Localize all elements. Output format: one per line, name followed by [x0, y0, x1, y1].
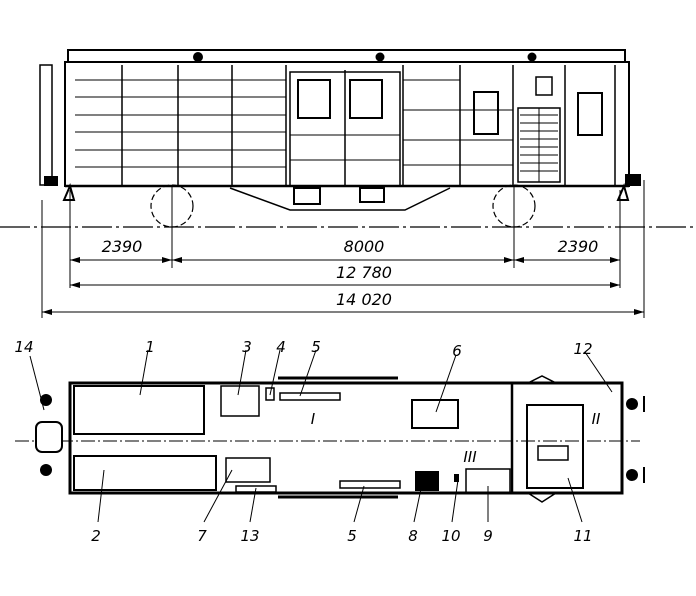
compartment-2 [73, 455, 217, 491]
item-6 [411, 399, 459, 429]
dim-right-overhang: 2390 [558, 237, 599, 256]
roof-vents [193, 52, 537, 62]
dim-left-overhang: 2390 [102, 237, 143, 256]
callout-4: 4 [276, 338, 286, 356]
callout-5-top: 5 [311, 338, 321, 356]
callout-6: 6 [452, 342, 462, 360]
callout-14: 14 [14, 338, 33, 356]
left-couplers [35, 394, 63, 476]
plan-view [15, 375, 645, 503]
side-elevation [0, 49, 696, 228]
zone-II: II [592, 410, 601, 428]
zone-I: I [311, 410, 316, 428]
compartment-1 [73, 385, 205, 435]
callout-8: 8 [408, 527, 418, 545]
callout-13: 13 [240, 527, 259, 545]
dim-bogie-centers: 8000 [344, 237, 385, 256]
left-coupler-support [62, 183, 76, 201]
side-window [473, 91, 499, 135]
step-box [293, 187, 321, 205]
item-7 [225, 457, 271, 483]
item-5-bottom [339, 480, 401, 489]
item-3 [220, 385, 260, 417]
callout-leaders [29, 349, 613, 523]
end-ladder [39, 64, 53, 186]
item-13 [235, 485, 277, 493]
door-window-left [297, 79, 331, 119]
item-4 [265, 387, 275, 401]
left-buffer [44, 176, 58, 186]
dim-body-length: 12 780 [336, 263, 392, 282]
vent-grille [535, 76, 553, 96]
callout-9: 9 [483, 527, 493, 545]
battery-box [359, 187, 385, 203]
item-11 [526, 404, 584, 489]
dimension-lines [41, 180, 645, 318]
item-8 [415, 471, 439, 491]
item-10 [454, 474, 459, 482]
end-window [577, 92, 603, 136]
callout-11: 11 [573, 527, 592, 545]
callout-12: 12 [573, 340, 592, 358]
bay-top [527, 375, 557, 384]
plan-body [68, 381, 624, 495]
right-coupler-support [616, 183, 630, 201]
callout-5-bottom: 5 [347, 527, 357, 545]
door-window-right [349, 79, 383, 119]
right-couplers [626, 396, 645, 483]
item-11-box [537, 445, 569, 461]
louvres [520, 108, 558, 182]
roof [67, 49, 626, 63]
zone-III: III [463, 448, 477, 466]
callout-7: 7 [197, 527, 207, 545]
truss [229, 187, 451, 211]
right-buffer [625, 174, 641, 186]
item-5-top [279, 392, 341, 401]
callout-2: 2 [91, 527, 101, 545]
bay-bottom [527, 492, 557, 503]
wall-panels [121, 65, 616, 185]
dim-overall-length: 14 020 [336, 290, 392, 309]
callout-1: 1 [145, 338, 155, 356]
callout-10: 10 [441, 527, 460, 545]
wall-slats [75, 79, 513, 168]
callout-3: 3 [242, 338, 252, 356]
